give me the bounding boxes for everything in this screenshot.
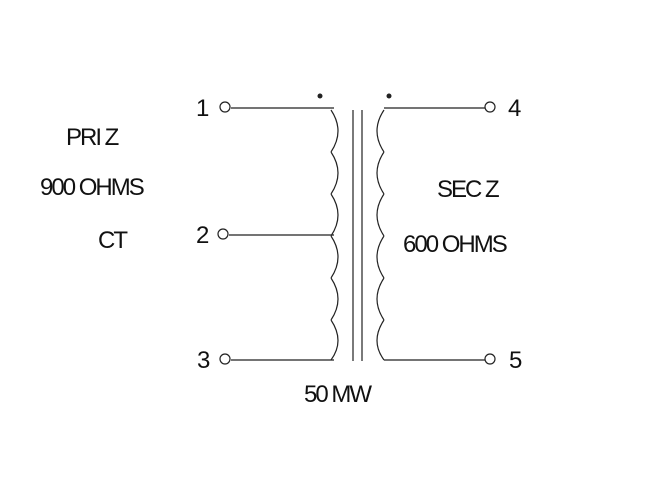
secondary-label: SEC Z [437, 176, 500, 203]
pin-2-label: 2 [196, 222, 210, 249]
power-rating: 50 MW [304, 381, 372, 408]
pin-5-terminal [484, 353, 496, 365]
primary-polarity-dot [317, 93, 323, 99]
primary-impedance: 900 OHMS [40, 174, 145, 201]
pin-5-label: 5 [509, 347, 523, 374]
primary-center-tap: CT [98, 227, 128, 254]
primary-label: PRI Z [66, 124, 119, 151]
secondary-polarity-dot [386, 93, 392, 99]
pin-3-terminal [219, 353, 231, 365]
pin-4-label: 4 [508, 95, 522, 122]
secondary-winding [376, 109, 385, 361]
primary-winding [330, 109, 339, 361]
pin-1-terminal [219, 101, 231, 113]
pin-2-terminal [217, 228, 229, 240]
pin-3-label: 3 [197, 347, 211, 374]
secondary-impedance: 600 OHMS [403, 231, 508, 258]
pin-1-label: 1 [196, 95, 210, 122]
pin-4-terminal [484, 101, 496, 113]
